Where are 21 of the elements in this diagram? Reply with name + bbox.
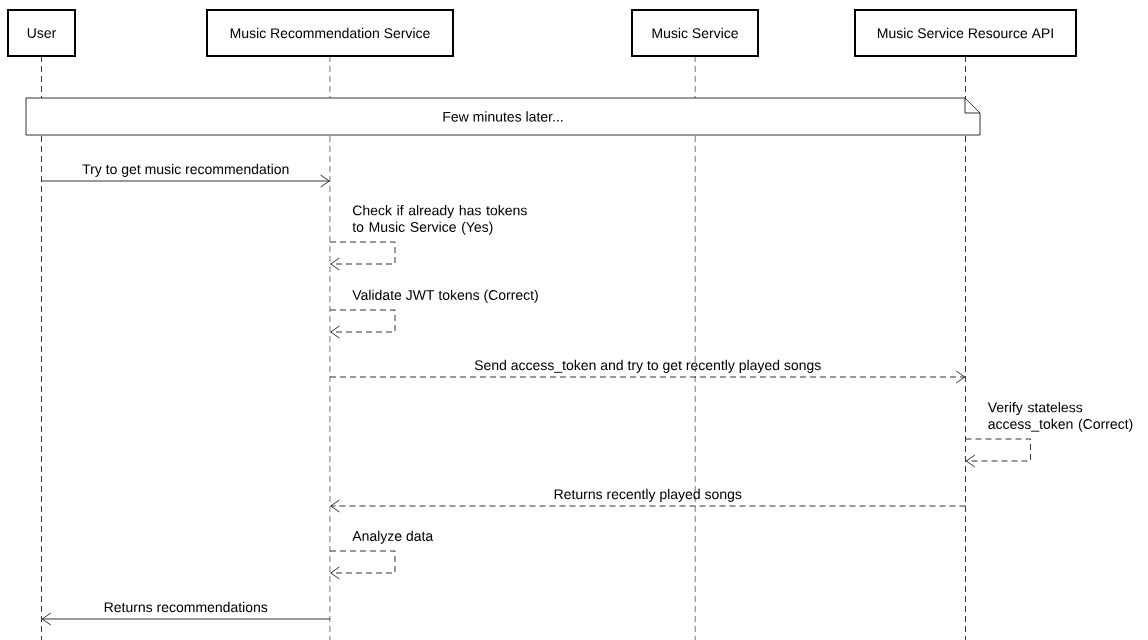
message-arrow <box>330 499 966 513</box>
message-label: Send access_token and try to get recently played songs <box>474 359 821 373</box>
self-message-arrow <box>329 550 396 580</box>
participant-box: Music Service <box>631 9 759 57</box>
self-message-arrow <box>329 241 396 271</box>
message-label: Try to get music recommendation <box>82 163 289 177</box>
self-message-arrow <box>965 438 1031 468</box>
message-label: Analyze data <box>352 530 434 544</box>
message-arrow <box>329 370 966 384</box>
self-message-arrow <box>329 309 396 339</box>
message-arrow <box>41 174 330 188</box>
message-label: Validate JWT tokens (Correct) <box>352 289 538 303</box>
message-arrow <box>41 612 331 626</box>
participant-box: Music Recommendation Service <box>206 9 454 57</box>
participant-box: User <box>7 9 76 57</box>
participant-box: Music Service Resource API <box>854 9 1077 57</box>
message-label: Returns recommendations <box>104 601 268 613</box>
message-label: Returns recently played songs <box>554 488 742 502</box>
message-label: Check if already has tokens to Music Service (Yes) <box>352 205 527 235</box>
note-box: Few minutes later... <box>25 97 981 136</box>
message-label: Verify stateless access_token (Correct) <box>987 402 1133 432</box>
